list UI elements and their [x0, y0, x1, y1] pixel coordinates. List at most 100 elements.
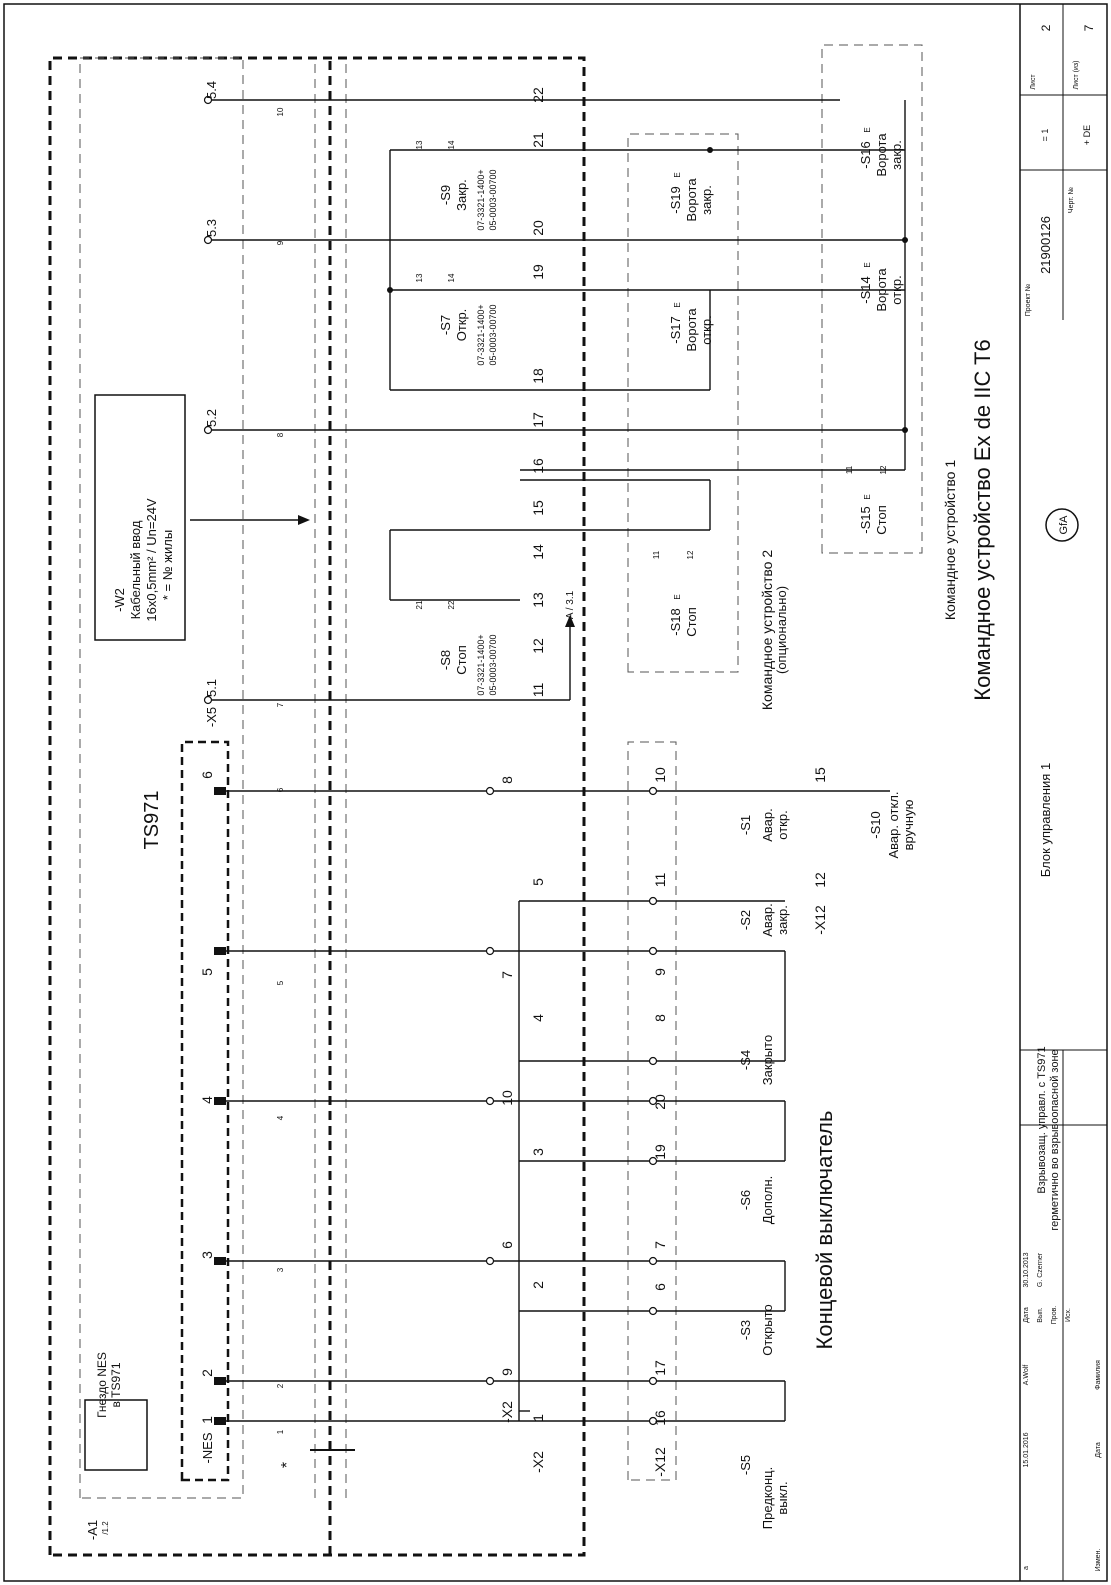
- tb-plus: + DE: [1082, 125, 1092, 145]
- s8-code1: 07-3321-1400+: [476, 634, 486, 695]
- s1-name1: Авар.: [760, 808, 775, 842]
- x2-10: 10: [499, 1090, 515, 1106]
- x2-3: 3: [530, 1148, 546, 1156]
- drawing-area: [48, 44, 923, 1557]
- pin-12-a: 12: [686, 550, 695, 559]
- s10-tag: -S10: [868, 811, 883, 838]
- x2-1: 1: [530, 1414, 546, 1422]
- e-mark-s14: E: [863, 262, 872, 267]
- s15-name: Стоп: [874, 505, 889, 534]
- x12b-11: 11: [652, 873, 668, 888]
- nes-socket-line1: Гнездо NES: [95, 1352, 109, 1418]
- e-mark-s18: E: [673, 594, 682, 599]
- tb-drawing-label: Черт. №: [1068, 187, 1075, 213]
- s15-tag: -S15: [858, 506, 873, 533]
- tb-rev-name: A.Wolf: [1023, 1365, 1030, 1386]
- tb-name-label: Фамилия: [1095, 1360, 1102, 1390]
- x2-5: 5: [530, 878, 546, 886]
- labels-layer: Командное устройство Ex de IIC T6 Команд…: [85, 81, 995, 1540]
- x2-4: 4: [530, 1014, 546, 1022]
- x12b-9: 9: [652, 968, 668, 976]
- device2-note: (опционально): [774, 586, 789, 674]
- cable-line4: * = № жилы: [160, 530, 175, 600]
- nes-pin-6: 6: [199, 771, 215, 779]
- pin-11-b: 11: [845, 465, 854, 474]
- s9-code1: 07-3321-1400+: [476, 169, 486, 230]
- s5-tag: -S5: [738, 1455, 753, 1475]
- s7-code2: 05-0003-00700: [488, 304, 498, 365]
- cable-line1: -W2: [112, 588, 127, 612]
- tb-date-label: Дата: [1023, 1307, 1030, 1323]
- terminal-circles: [203, 95, 658, 1426]
- s4-tag: -S4: [738, 1050, 753, 1070]
- e-mark-s17: E: [673, 302, 682, 307]
- tb-block: Блок управления 1: [1038, 763, 1053, 877]
- device2-label: Командное устройство 2: [759, 550, 775, 710]
- tb-project-label: Проект №: [1025, 284, 1032, 317]
- tb-done-label: Вып.: [1037, 1307, 1044, 1322]
- nes-wires: [220, 790, 890, 1422]
- nes-pin-3: 3: [199, 1251, 215, 1259]
- device1-label: Командное устройство 1: [942, 460, 958, 620]
- nes-tag: -NES: [200, 1432, 215, 1463]
- s18-tag: -S18: [668, 608, 683, 635]
- title-block: GfA Лист 2 Лист (из) 7 = 1 + DE Проект №…: [1020, 4, 1107, 1581]
- pin-13-a: 13: [415, 140, 424, 149]
- x12-15: 15: [530, 500, 546, 516]
- pin-12-b: 12: [879, 465, 888, 474]
- s5-name2: выкл.: [775, 1481, 790, 1514]
- x12-17: 17: [530, 412, 546, 428]
- nes-wire-3: 3: [276, 1267, 285, 1272]
- wire-9: 9: [276, 240, 285, 245]
- x12b-tag: -X12: [652, 1447, 668, 1477]
- s7-tag: -S7: [438, 315, 453, 335]
- x12b-6: 6: [652, 1283, 668, 1291]
- tb-project-val: 21900126: [1038, 216, 1053, 274]
- x12-16: 16: [530, 458, 546, 474]
- s4-name: Закрыто: [760, 1035, 775, 1085]
- s8-name: Стоп: [454, 645, 469, 674]
- x2-tag-upper: -X2: [499, 1401, 515, 1423]
- x2-2: 2: [530, 1281, 546, 1289]
- x12-13: 13: [530, 592, 546, 608]
- e-mark-s16: E: [863, 127, 872, 132]
- s19-tag: -S19: [668, 186, 683, 213]
- tb-orig-label: Исх.: [1065, 1308, 1072, 1322]
- e-mark-s19: E: [673, 172, 682, 177]
- control-wires: [208, 99, 906, 701]
- nes-pin-1: 1: [199, 1416, 215, 1424]
- nes-wire-5: 5: [276, 980, 285, 985]
- s2-name1: Авар.: [760, 903, 775, 937]
- a1-enclosure: [48, 56, 586, 1557]
- x12b-20: 20: [652, 1094, 668, 1110]
- tb-date2-label: Дата: [1095, 1442, 1102, 1458]
- cable-box: [94, 394, 186, 641]
- pin-11-a: 11: [652, 550, 661, 559]
- cable-arrow-head: [298, 515, 310, 525]
- tb-desc2: герметично во взрывоопасной зоне: [1049, 1049, 1061, 1230]
- term-5-4: 5.4: [204, 81, 219, 99]
- term-5-3: 5.3: [204, 219, 219, 237]
- tb-rev-date: 15.01.2016: [1023, 1432, 1030, 1467]
- term-5-2: 5.2: [204, 409, 219, 427]
- s6-name: Дополн.: [760, 1176, 775, 1225]
- tb-sheets-val: 7: [1082, 24, 1096, 31]
- nes-wire-6: 6: [276, 787, 285, 792]
- sheet-frame: [3, 3, 1108, 1582]
- s19-name2: закр.: [699, 185, 714, 215]
- x12-22: 22: [530, 87, 546, 103]
- ref-arrow-head: [565, 615, 575, 627]
- s6-tag: -S6: [738, 1190, 753, 1210]
- device2-box: [627, 133, 739, 673]
- x5-tag: -X5: [204, 707, 219, 727]
- x12-11: 11: [530, 683, 546, 698]
- nes-pins-markers: [214, 787, 226, 1425]
- nes-pin-4: 4: [199, 1096, 215, 1104]
- x2-6: 6: [499, 1241, 515, 1249]
- limit-switch-title: Концевой выключатель: [812, 1111, 837, 1350]
- s17-tag: -S17: [668, 316, 683, 343]
- junctions: [387, 147, 908, 433]
- e-mark-s15: E: [863, 494, 872, 499]
- page-title: Командное устройство Ex de IIC T6: [970, 339, 995, 700]
